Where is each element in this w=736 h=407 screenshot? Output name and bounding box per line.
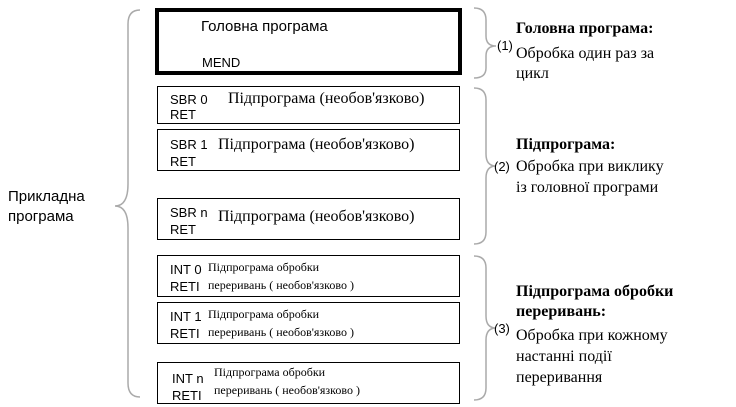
- interrupt-text-line2: переривань ( необов'язково ): [208, 325, 354, 339]
- subroutine-label: SBR 0: [170, 92, 208, 107]
- subroutine-box: SBR 0 RET Підпрограма (необов'язково): [157, 86, 460, 124]
- interrupt-desc-line2: настанні події: [516, 348, 612, 365]
- interrupt-reti: RETI: [172, 388, 202, 403]
- application-label: Прикладна програма: [8, 188, 85, 225]
- subroutine-desc-line2: із головної програми: [516, 179, 659, 196]
- subroutine-label: SBR n: [170, 205, 208, 220]
- interrupt-reti: RETI: [170, 326, 200, 341]
- subroutine-brace: [473, 87, 497, 245]
- interrupt-label: INT 0: [170, 262, 202, 277]
- subroutine-desc-line1: Обробка при виклику: [516, 158, 664, 175]
- interrupt-text-line1: Підпрограма обробки: [214, 365, 326, 379]
- subroutine-ret: RET: [170, 222, 196, 237]
- interrupt-reti: RETI: [170, 279, 200, 294]
- interrupt-desc-title-line1: Підпрограма обробки: [516, 283, 674, 300]
- interrupt-text-line2: переривань ( необов'язково ): [208, 278, 354, 292]
- main-program-title: Головна програма: [201, 18, 328, 35]
- interrupt-brace: [473, 255, 497, 401]
- interrupt-label: INT n: [172, 371, 204, 386]
- interrupt-box: INT 1 RETI Підпрограма обробки перериван…: [157, 302, 460, 344]
- subroutine-desc-title: Підпрограма:: [516, 136, 616, 153]
- subroutine-ret: RET: [170, 154, 196, 169]
- interrupt-number: (3): [494, 321, 510, 336]
- subroutine-text: Підпрограма (необов'язково): [218, 208, 415, 225]
- subroutine-text: Підпрограма (необов'язково): [228, 90, 425, 107]
- interrupt-box: INT 0 RETI Підпрограма обробки перериван…: [157, 255, 460, 297]
- main-brace: [473, 7, 497, 79]
- main-desc-line2: цикл: [516, 65, 549, 82]
- subroutine-label: SBR 1: [170, 137, 208, 152]
- interrupt-text-line1: Підпрограма обробки: [208, 307, 320, 321]
- main-desc-title: Головна програма:: [516, 20, 654, 37]
- main-desc-line1: Обробка один раз за: [516, 45, 655, 62]
- interrupt-desc-line1: Обробка при кожному: [516, 327, 668, 344]
- subroutine-box: SBR n RET Підпрограма (необов'язково): [157, 198, 460, 240]
- subroutine-box: SBR 1 RET Підпрограма (необов'язково): [157, 129, 460, 171]
- interrupt-label: INT 1: [170, 309, 202, 324]
- subroutine-text: Підпрограма (необов'язково): [218, 136, 415, 153]
- mend-label: MEND: [202, 55, 241, 70]
- main-program-box: Головна програма MEND: [155, 8, 462, 75]
- application-brace: [114, 9, 141, 398]
- interrupt-desc-line3: переривання: [516, 369, 603, 386]
- interrupt-desc-title-line2: переривань:: [516, 303, 607, 320]
- subroutine-number: (2): [494, 159, 510, 174]
- interrupt-text-line2: переривань ( необов'язково ): [214, 383, 360, 397]
- interrupt-box: INT n RETI Підпрограма обробки перериван…: [157, 362, 460, 404]
- interrupt-text-line1: Підпрограма обробки: [208, 260, 320, 274]
- main-number: (1): [497, 38, 513, 53]
- subroutine-ret: RET: [170, 107, 196, 122]
